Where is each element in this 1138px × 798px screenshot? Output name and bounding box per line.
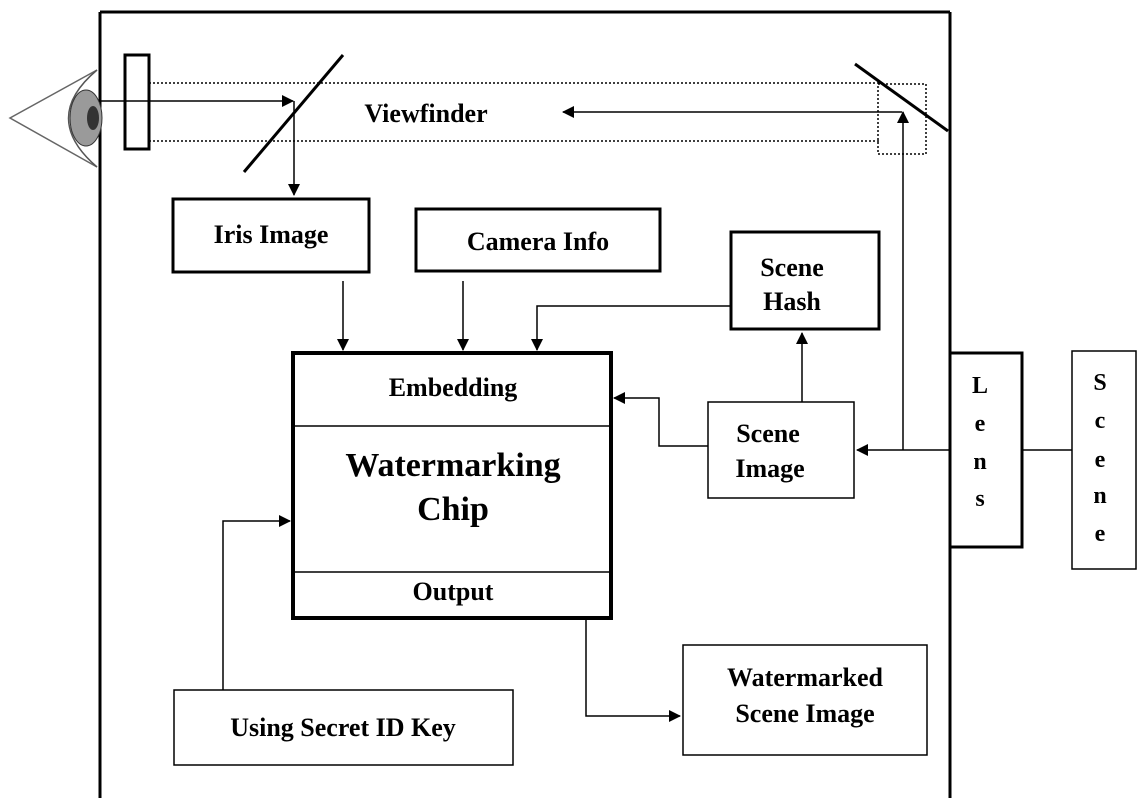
viewfinder-label: Viewfinder <box>364 99 487 128</box>
chip-label-line2: Chip <box>417 491 489 528</box>
scene-image-box: Scene Image <box>707 401 855 499</box>
hash-to-chip-arrow <box>531 305 731 351</box>
iris-image-box: Iris Image <box>171 197 371 274</box>
secret-key-label: Using Secret ID Key <box>230 713 456 742</box>
watermarked-image-box: Watermarked Scene Image <box>682 644 928 756</box>
eye-icon <box>8 69 103 168</box>
scene-letter: c <box>1095 408 1106 434</box>
sceneimage-to-chip-arrow <box>613 392 708 447</box>
scene-image-label-line1: Scene <box>736 419 800 448</box>
scene-hash-label-line1: Scene <box>760 253 824 282</box>
scene-letter: n <box>1093 483 1106 509</box>
scene-box: S c e n e <box>1071 350 1137 570</box>
lens-letter: n <box>973 449 986 475</box>
scene-letter: e <box>1095 521 1106 547</box>
iris-image-label: Iris Image <box>214 220 329 249</box>
lens-letter: e <box>975 411 986 437</box>
eyepiece <box>123 53 151 151</box>
watermarked-label-line1: Watermarked <box>727 663 884 692</box>
lens-letter: L <box>972 373 988 399</box>
lens-box: L e n s <box>948 351 1024 549</box>
scene-hash-box: Scene Hash <box>729 230 881 331</box>
watermarking-chip: Embedding Watermarking Chip Output <box>291 351 613 620</box>
embedding-label: Embedding <box>389 373 518 402</box>
output-to-watermarked-arrow <box>585 618 681 722</box>
watermarked-label-line2: Scene Image <box>735 699 874 728</box>
chip-label-line1: Watermarking <box>345 447 560 484</box>
lens-letter: s <box>975 486 984 512</box>
scene-letter: S <box>1093 370 1106 396</box>
secretkey-to-chip-arrow <box>222 515 291 690</box>
secret-key-box: Using Secret ID Key <box>173 689 514 766</box>
reflex-mirror <box>854 62 949 133</box>
camera-info-label: Camera Info <box>467 227 609 256</box>
scene-letter: e <box>1095 447 1106 473</box>
viewfinder-channel <box>149 82 927 155</box>
output-label: Output <box>413 577 494 606</box>
scene-image-label-line2: Image <box>735 454 804 483</box>
camera-info-box: Camera Info <box>414 207 662 273</box>
scene-hash-label-line2: Hash <box>763 287 821 316</box>
